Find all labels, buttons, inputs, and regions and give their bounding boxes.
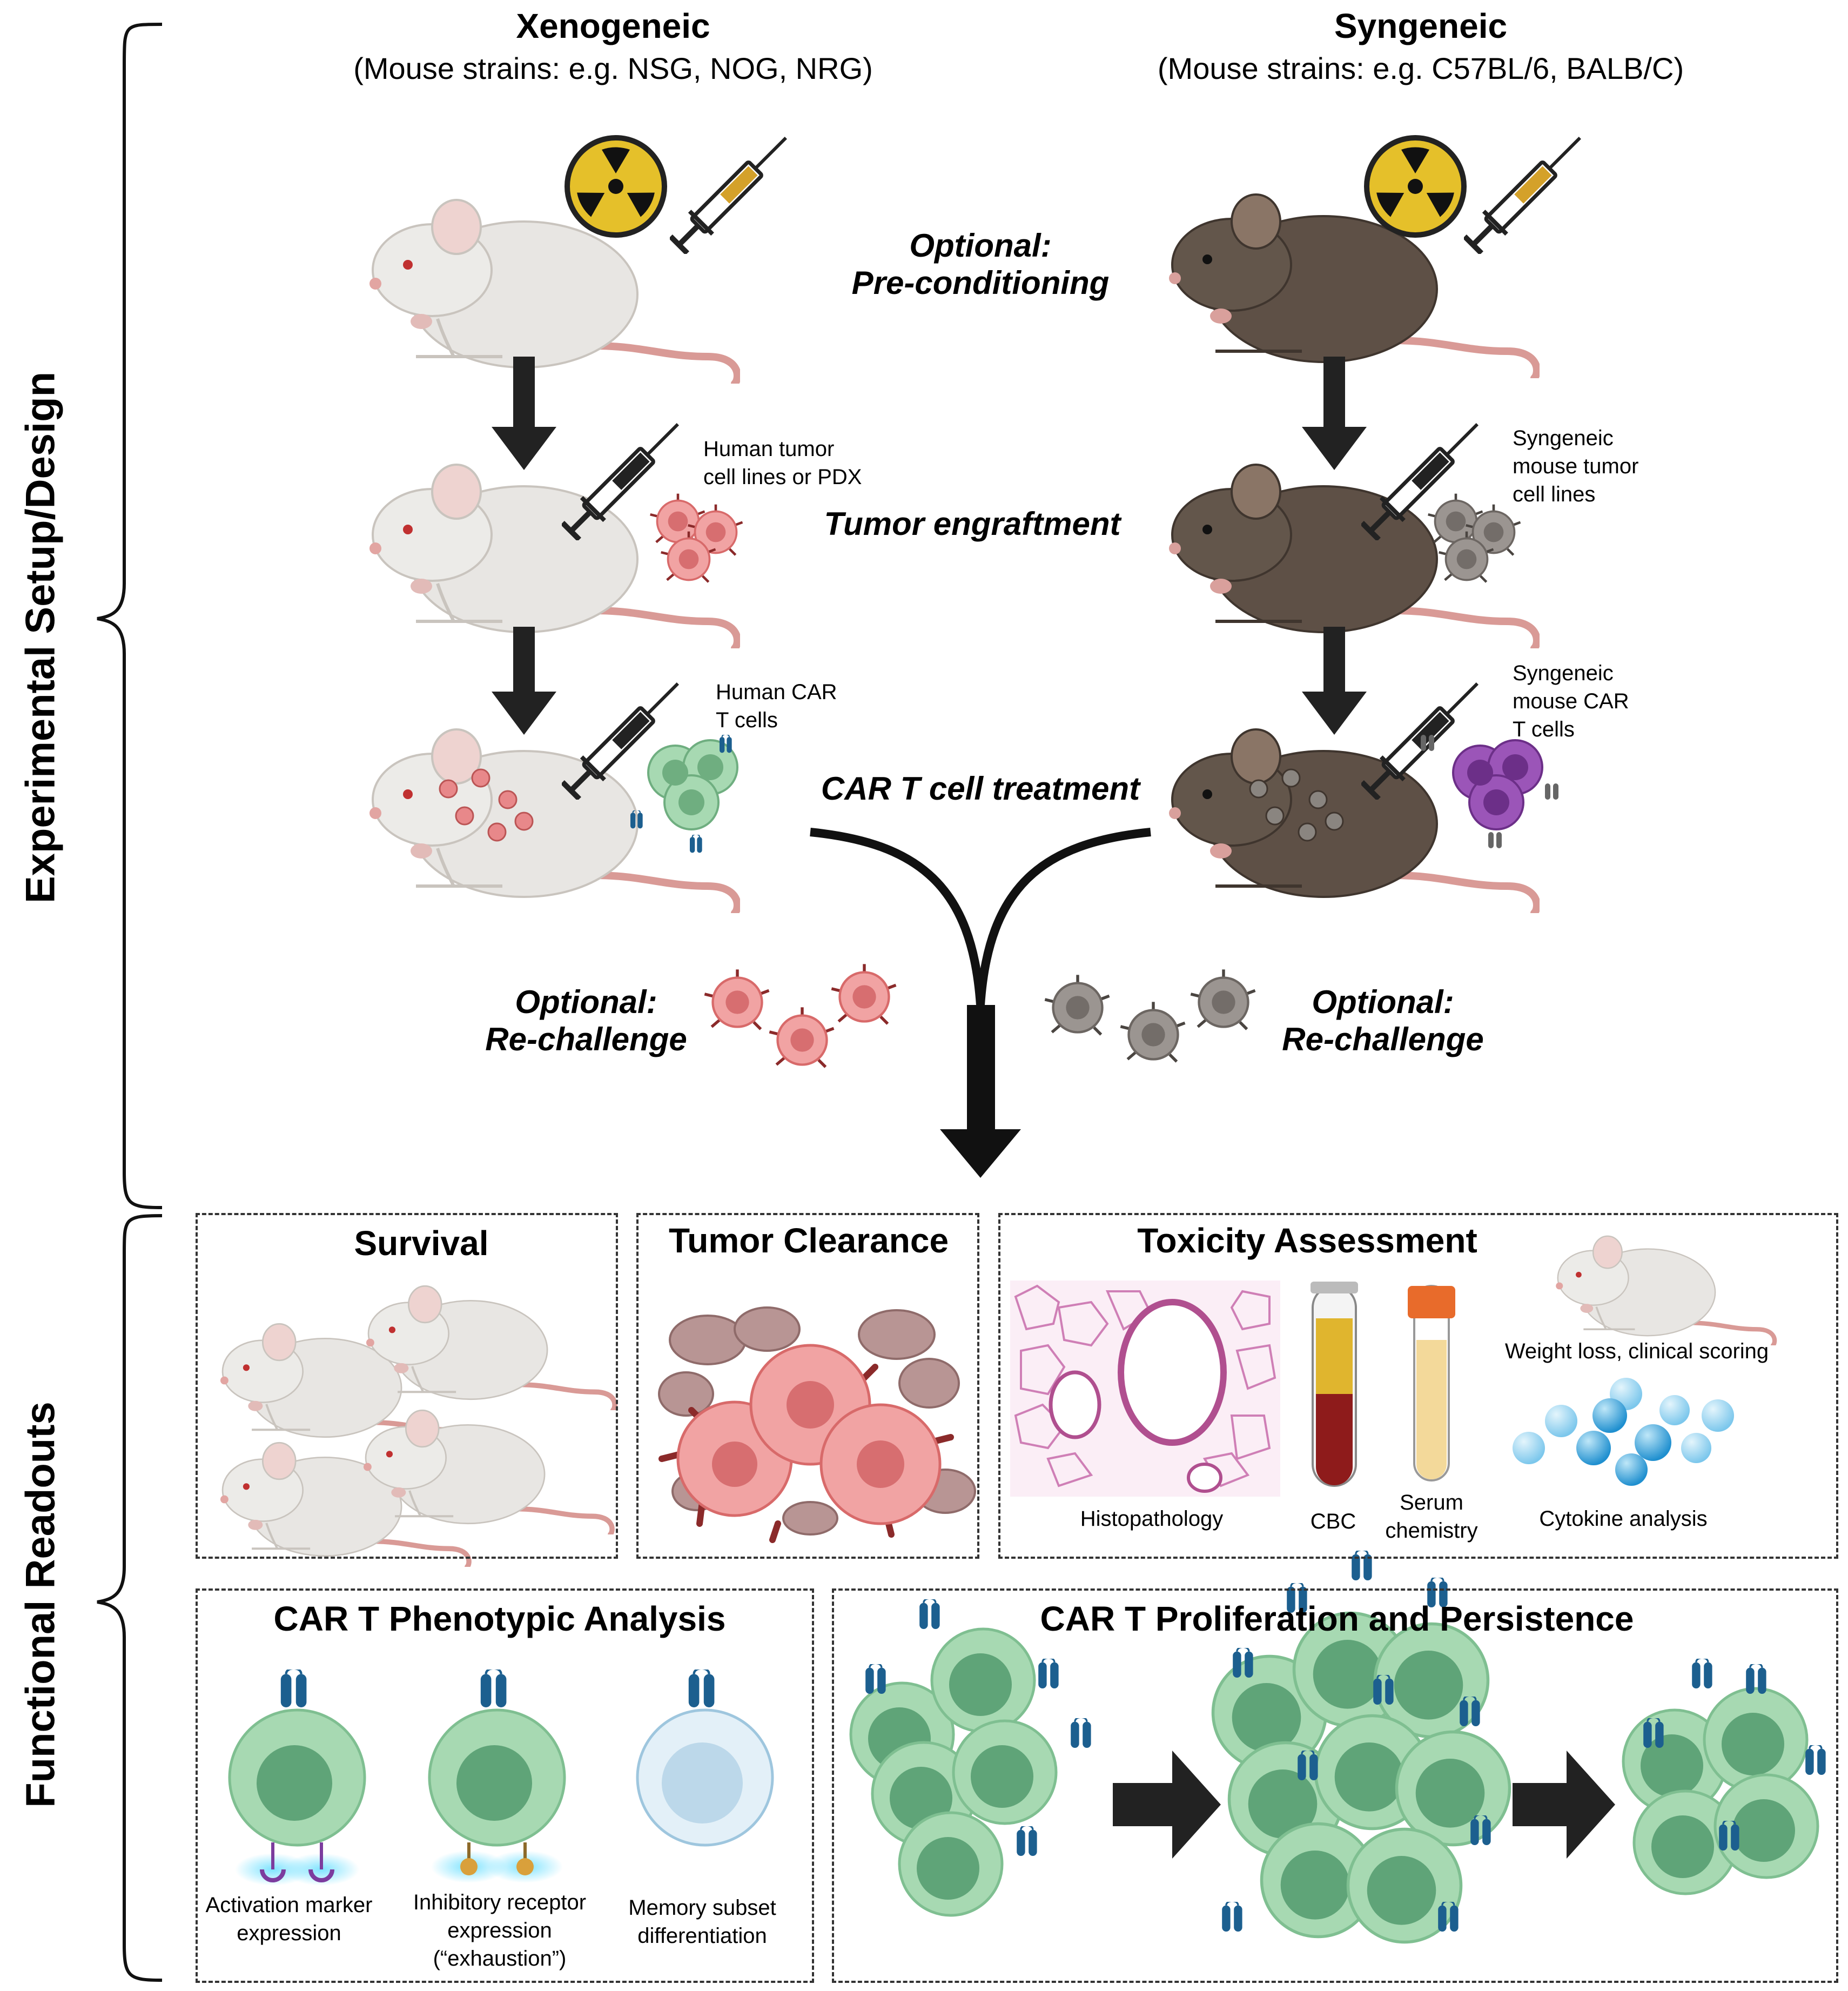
syngeneic-title: Syngeneic: [1334, 6, 1508, 45]
syringe-icon: [1462, 126, 1591, 256]
syngeneic-tumor-cluster-icon: [1428, 494, 1521, 582]
syringe-icon: [668, 126, 797, 256]
serum-tube-icon: [1408, 1285, 1455, 1481]
syn-tumor-burden: [1249, 768, 1344, 842]
step-car-t-treatment: CAR T cell treatment: [821, 770, 1140, 807]
histopathology-icon: [1010, 1281, 1280, 1497]
xenogeneic-subtitle: (Mouse strains: e.g. NSG, NOG, NRG): [353, 51, 873, 85]
human-tumor-cluster-icon: [650, 494, 743, 582]
phenotypic-title: CAR T Phenotypic Analysis: [273, 1599, 726, 1638]
histopathology-label: Histopathology: [1080, 1507, 1224, 1531]
readouts-brace: [97, 1214, 163, 1982]
proliferation-title: CAR T Proliferation and Persistence: [1040, 1599, 1634, 1638]
rechallenge-tumor-gray-icon: [1045, 969, 1255, 1062]
step-rechallenge-left: Optional:Re-challenge: [485, 984, 687, 1057]
step-rechallenge-right: Optional:Re-challenge: [1282, 984, 1484, 1057]
setup-brace: [97, 23, 163, 1209]
activation-marker-cell-icon: [228, 1668, 366, 1886]
step-preconditioning: Optional:Pre-conditioning: [851, 227, 1110, 301]
down-arrow: [492, 357, 1367, 735]
white-mouse-icon: [369, 200, 737, 384]
tumor-clearance-icon: [658, 1306, 976, 1543]
survival-title: Survival: [354, 1224, 489, 1263]
radiation-icon: [1364, 135, 1467, 238]
right-arrow: [1113, 1751, 1615, 1859]
merge-arrow: [810, 828, 1151, 1178]
step-tumor-engraftment: Tumor engraftment: [824, 506, 1121, 542]
tumor-clearance-box: [636, 1213, 979, 1559]
xenogeneic-title: Xenogeneic: [516, 6, 710, 45]
phenotypic-box: [196, 1588, 814, 1983]
proliferation-box: [832, 1588, 1838, 1983]
weight-loss-label: Weight loss, clinical scoring: [1504, 1339, 1769, 1363]
survival-box: [196, 1213, 618, 1559]
syngeneic-car-t-cluster-icon: [1421, 735, 1558, 848]
brown-mouse-icon: [1169, 195, 1537, 378]
cytokine-analysis-label: Cytokine analysis: [1539, 1507, 1708, 1531]
experimental-setup-label: Experimental Setup/Design: [17, 371, 64, 904]
human-car-t-cluster-icon: [629, 735, 738, 854]
memory-cell-icon: [636, 1668, 774, 1847]
cbc-label: CBC: [1310, 1510, 1356, 1533]
functional-readouts-label: Functional Readouts: [17, 1402, 64, 1808]
cbc-tube-icon: [1311, 1282, 1358, 1487]
xeno-tumor-burden: [439, 768, 534, 842]
cytokine-icon: [1513, 1378, 1734, 1486]
inhibitory-receptor-cell-icon: [428, 1668, 566, 1883]
syngeneic-subtitle: (Mouse strains: e.g. C57BL/6, BALB/C): [1157, 51, 1684, 85]
toxicity-box: [998, 1213, 1838, 1559]
rechallenge-tumor-pink-icon: [704, 964, 896, 1067]
tumor-clearance-title: Tumor Clearance: [668, 1221, 949, 1260]
toxicity-title: Toxicity Assessment: [1137, 1221, 1477, 1260]
radiation-icon: [565, 135, 667, 238]
